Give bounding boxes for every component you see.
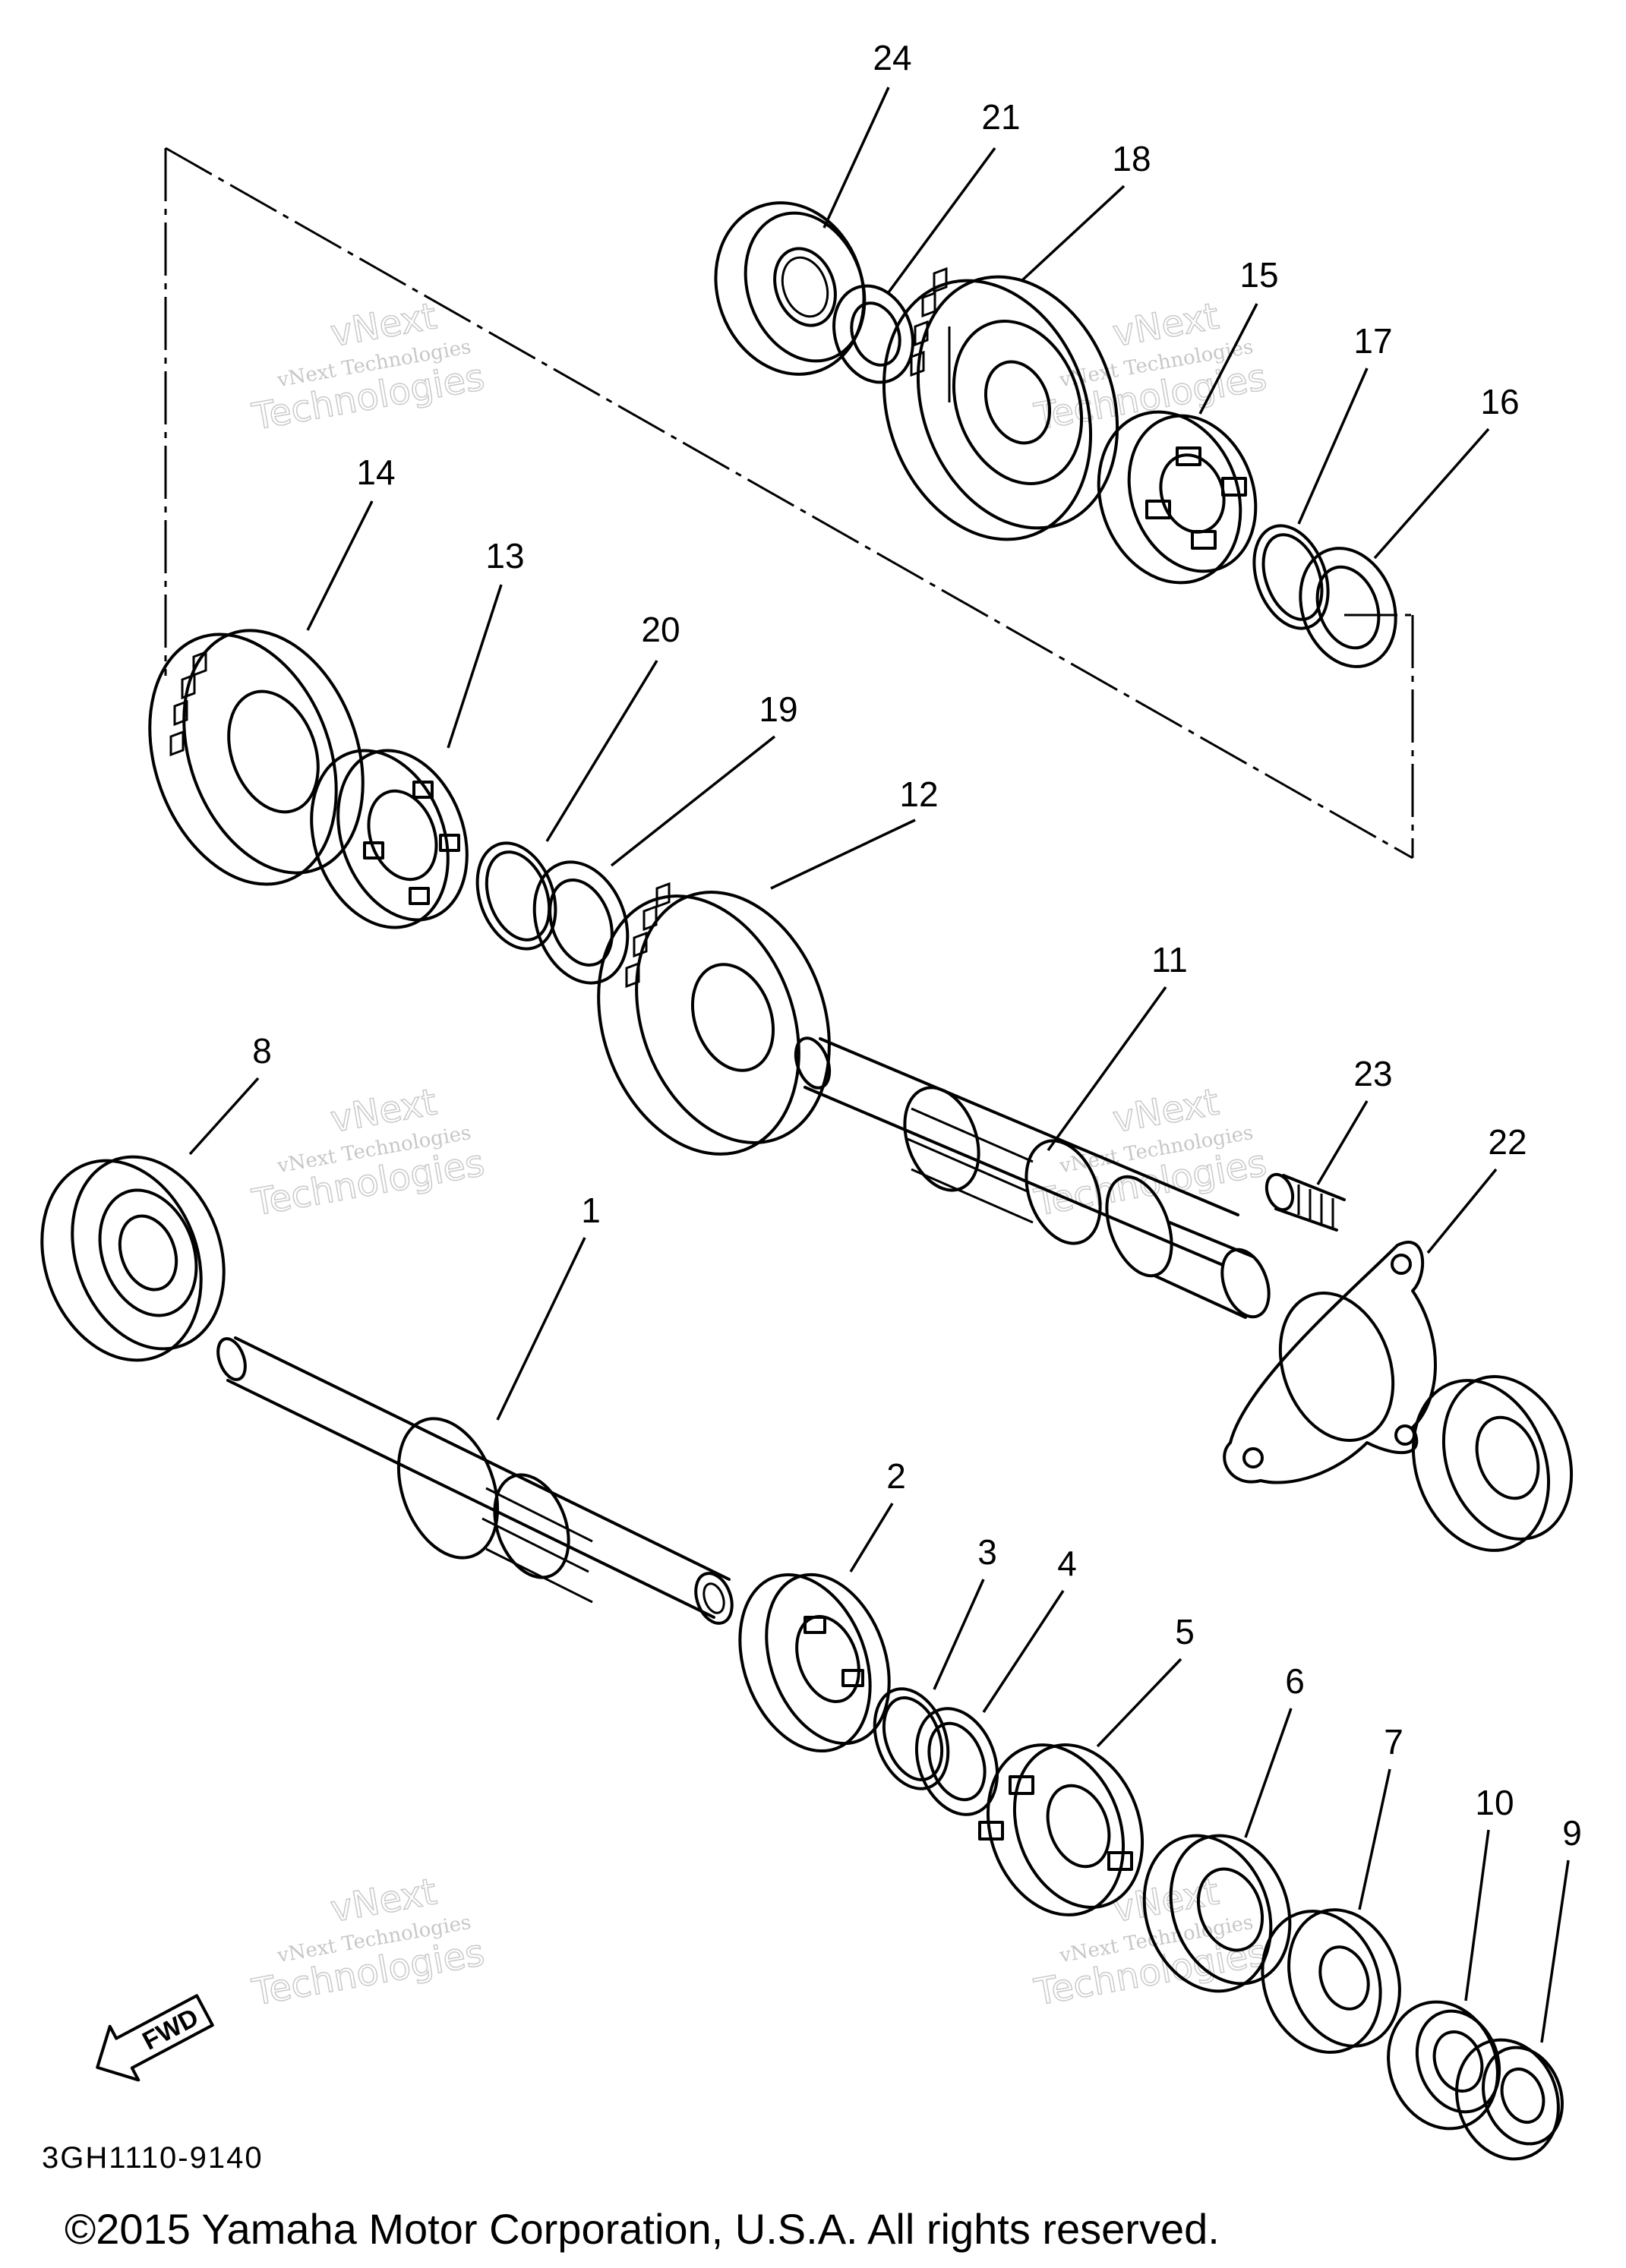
watermark: vNext vNext Technologies Technologies [248, 1080, 488, 1225]
part-2-gear [738, 1572, 891, 1753]
callout-23: 23 [1353, 1054, 1392, 1093]
callout-3: 3 [977, 1532, 997, 1572]
part-18-gear [882, 267, 1119, 541]
part-23-screw [1264, 1172, 1346, 1232]
part-22-plate [1223, 1241, 1437, 1484]
callout-4: 4 [1057, 1544, 1077, 1583]
watermark-group: vNext vNext Technologies Technologies vN… [248, 295, 1271, 2015]
callout-1: 1 [581, 1191, 601, 1230]
callout-14: 14 [356, 453, 395, 492]
part-5-gear [978, 1743, 1145, 1916]
callout-2: 2 [886, 1456, 906, 1496]
callout-13: 13 [485, 536, 524, 576]
part-15-gear [1097, 410, 1258, 585]
callout-10: 10 [1475, 1783, 1514, 1822]
part-6-gear [1142, 1834, 1292, 1993]
callout-11: 11 [1151, 940, 1188, 979]
callout-22: 22 [1488, 1122, 1527, 1162]
callout-24: 24 [873, 38, 911, 77]
callout-9: 9 [1562, 1813, 1582, 1853]
part-1-shaft [216, 1336, 734, 1625]
part-3-circlip [873, 1687, 950, 1790]
callout-21: 21 [981, 97, 1020, 137]
part-16-washer [1299, 547, 1397, 668]
bearing-right [1411, 1375, 1574, 1552]
callout-5: 5 [1175, 1612, 1195, 1651]
part-24-bearing [714, 201, 867, 376]
leader-lines [188, 87, 1570, 2043]
watermark: vNext vNext Technologies Technologies [248, 1870, 488, 2015]
callout-17: 17 [1353, 321, 1392, 361]
callout-12: 12 [899, 774, 938, 814]
callout-16: 16 [1480, 382, 1519, 421]
fwd-arrow-icon: FWD [96, 1994, 214, 2082]
callout-18: 18 [1112, 139, 1151, 178]
part-8-bearing [40, 1155, 226, 1362]
callout-7: 7 [1384, 1722, 1403, 1762]
watermark: vNext vNext Technologies Technologies [1031, 295, 1271, 440]
part-17-circlip [1252, 524, 1330, 630]
part-4-washer [914, 1707, 999, 1816]
drawing-code: 3GH1110-9140 [42, 2141, 264, 2175]
part-11-shaft [794, 1036, 1271, 1319]
part-14-gear [148, 629, 365, 886]
copyright-notice: ©2015 Yamaha Motor Corporation, U.S.A. A… [65, 2205, 1220, 2253]
callout-15: 15 [1239, 255, 1278, 295]
watermark: vNext vNext Technologies Technologies [1031, 1080, 1271, 1225]
callout-8: 8 [252, 1031, 272, 1071]
callout-20: 20 [641, 610, 680, 649]
part-9-bearing [1455, 2038, 1564, 2161]
part-19-washer [532, 860, 630, 985]
callout-6: 6 [1285, 1661, 1305, 1701]
callout-labels: 24 21 18 15 17 16 14 13 20 19 12 11 8 23… [252, 38, 1582, 1853]
part-12-gear [597, 882, 831, 1156]
part-7-gear [1261, 1908, 1401, 2054]
part-20-circlip [475, 841, 557, 951]
callout-19: 19 [759, 689, 797, 729]
part-13-gear [310, 749, 469, 929]
